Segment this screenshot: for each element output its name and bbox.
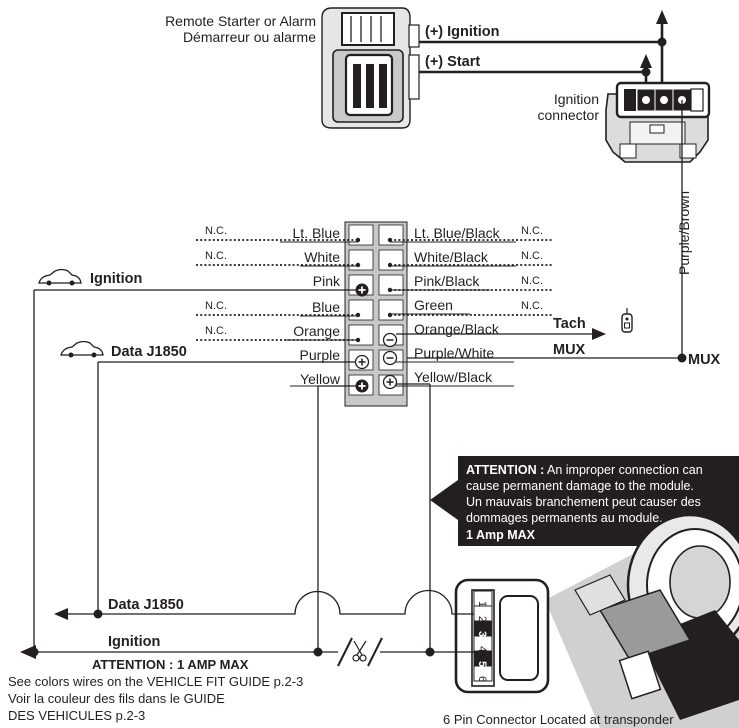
vehicle-ignition-label: Ignition	[90, 271, 142, 287]
ignition-bottom-label: Ignition	[108, 634, 160, 650]
pin-positive-purple	[354, 354, 370, 370]
car-icon	[38, 268, 82, 286]
pin-positive-yellow-black	[382, 374, 398, 390]
wire-label-orange-black: Orange/Black	[414, 321, 500, 337]
junction-dot	[657, 37, 667, 47]
attention-box-line-1: An improper connection can	[544, 463, 702, 477]
pin-number: 2	[476, 616, 488, 622]
data-j1850-bottom-wire	[66, 589, 474, 615]
wire-label-blue: Blue	[312, 299, 340, 315]
junction-dot	[313, 647, 323, 657]
bottom-note-2: Voir la couleur des fils dans le GUIDE	[8, 691, 225, 706]
six-pin-connector: 1 2 3 4 5 6	[454, 578, 550, 694]
pin-positive-pink	[355, 283, 369, 297]
bottom-attention-label: ATTENTION : 1 AMP MAX	[92, 657, 249, 672]
wire-label-purple: Purple	[300, 347, 341, 363]
nc-label: N.C.	[521, 275, 543, 287]
start-feed-label: (+) Start	[425, 54, 480, 70]
remote-starter-title-fr: Démarreur ou alarme	[183, 29, 316, 45]
pin-number: 6	[476, 676, 488, 682]
ignition-connector-label-1: Ignition	[554, 91, 599, 107]
attention-box-line-4: dommages permanents au module.	[466, 511, 663, 525]
remote-control-icon	[621, 308, 633, 333]
nc-label: N.C.	[205, 250, 227, 262]
tach-label: Tach	[553, 316, 586, 332]
ignition-lock-illustration	[545, 513, 739, 728]
wire-label-lt-blue: Lt. Blue	[293, 225, 341, 241]
pin-negative-purple-white	[382, 350, 398, 366]
arrow-right-icon	[592, 328, 606, 340]
nc-label: N.C.	[205, 325, 227, 337]
bottom-note-3: DES VEHICULES p.2-3	[8, 708, 145, 723]
wire-label-orange: Orange	[293, 323, 340, 339]
pin-number: 3	[476, 631, 488, 637]
wire-label-pink-black: Pink/Black	[414, 273, 480, 289]
nc-label: N.C.	[521, 225, 543, 237]
pin-negative-orange-black	[382, 332, 398, 348]
junction-dot	[93, 609, 103, 619]
remote-starter-title-en: Remote Starter or Alarm	[165, 13, 316, 29]
arrow-up-icon	[656, 10, 668, 24]
wire-label-lt-blue-black: Lt. Blue/Black	[414, 225, 501, 241]
junction-dot	[641, 67, 651, 77]
ignition-feed-label: (+) Ignition	[425, 24, 500, 40]
wire-label-white: White	[304, 249, 340, 265]
nc-label: N.C.	[205, 225, 227, 237]
mux-label-module: MUX	[553, 342, 586, 358]
wire-label-pink: Pink	[313, 273, 341, 289]
pin-number: 5	[476, 661, 488, 667]
ignition-connector	[605, 81, 711, 163]
arrow-up-icon	[640, 54, 652, 68]
nc-label: N.C.	[521, 250, 543, 262]
svg-text:ATTENTION : An improper connec: ATTENTION : An improper connection can	[466, 463, 703, 477]
bottom-note-1: See colors wires on the VEHICLE FIT GUID…	[8, 674, 303, 689]
arrow-left-icon	[54, 608, 68, 620]
remote-starter-unit	[321, 7, 420, 129]
attention-box-line-5: 1 Amp MAX	[466, 528, 536, 542]
car-icon	[60, 340, 104, 358]
attention-box-title: ATTENTION :	[466, 463, 544, 477]
data-j1850-bottom-label: Data J1850	[108, 597, 184, 613]
mux-label-right: MUX	[688, 352, 721, 368]
junction-dot	[29, 647, 39, 657]
junction-dot	[677, 353, 687, 363]
nc-label: N.C.	[521, 300, 543, 312]
purple-brown-label: Purple/Brown	[676, 191, 692, 275]
pin-number: 1	[476, 601, 488, 607]
wire-label-green: Green	[414, 297, 453, 313]
wire-label-yellow: Yellow	[300, 371, 341, 387]
wire-label-white-black: White/Black	[414, 249, 489, 265]
pin-positive-yellow	[355, 379, 369, 393]
pin-number: 4	[476, 646, 488, 652]
ignition-connector-label-2: connector	[538, 107, 600, 123]
wire-label-yellow-black: Yellow/Black	[414, 369, 493, 385]
vehicle-data-j1850-label: Data J1850	[111, 344, 187, 360]
nc-label: N.C.	[205, 300, 227, 312]
attention-box-line-2: cause permanent damage to the module.	[466, 479, 694, 493]
six-pin-caption: 6 Pin Connector Located at transponder	[443, 712, 674, 727]
junction-dot	[425, 647, 435, 657]
attention-box-line-3: Un mauvais branchement peut causer des	[466, 495, 701, 509]
cut-wire-icon	[337, 637, 383, 667]
wire-label-purple-white: Purple/White	[414, 345, 494, 361]
